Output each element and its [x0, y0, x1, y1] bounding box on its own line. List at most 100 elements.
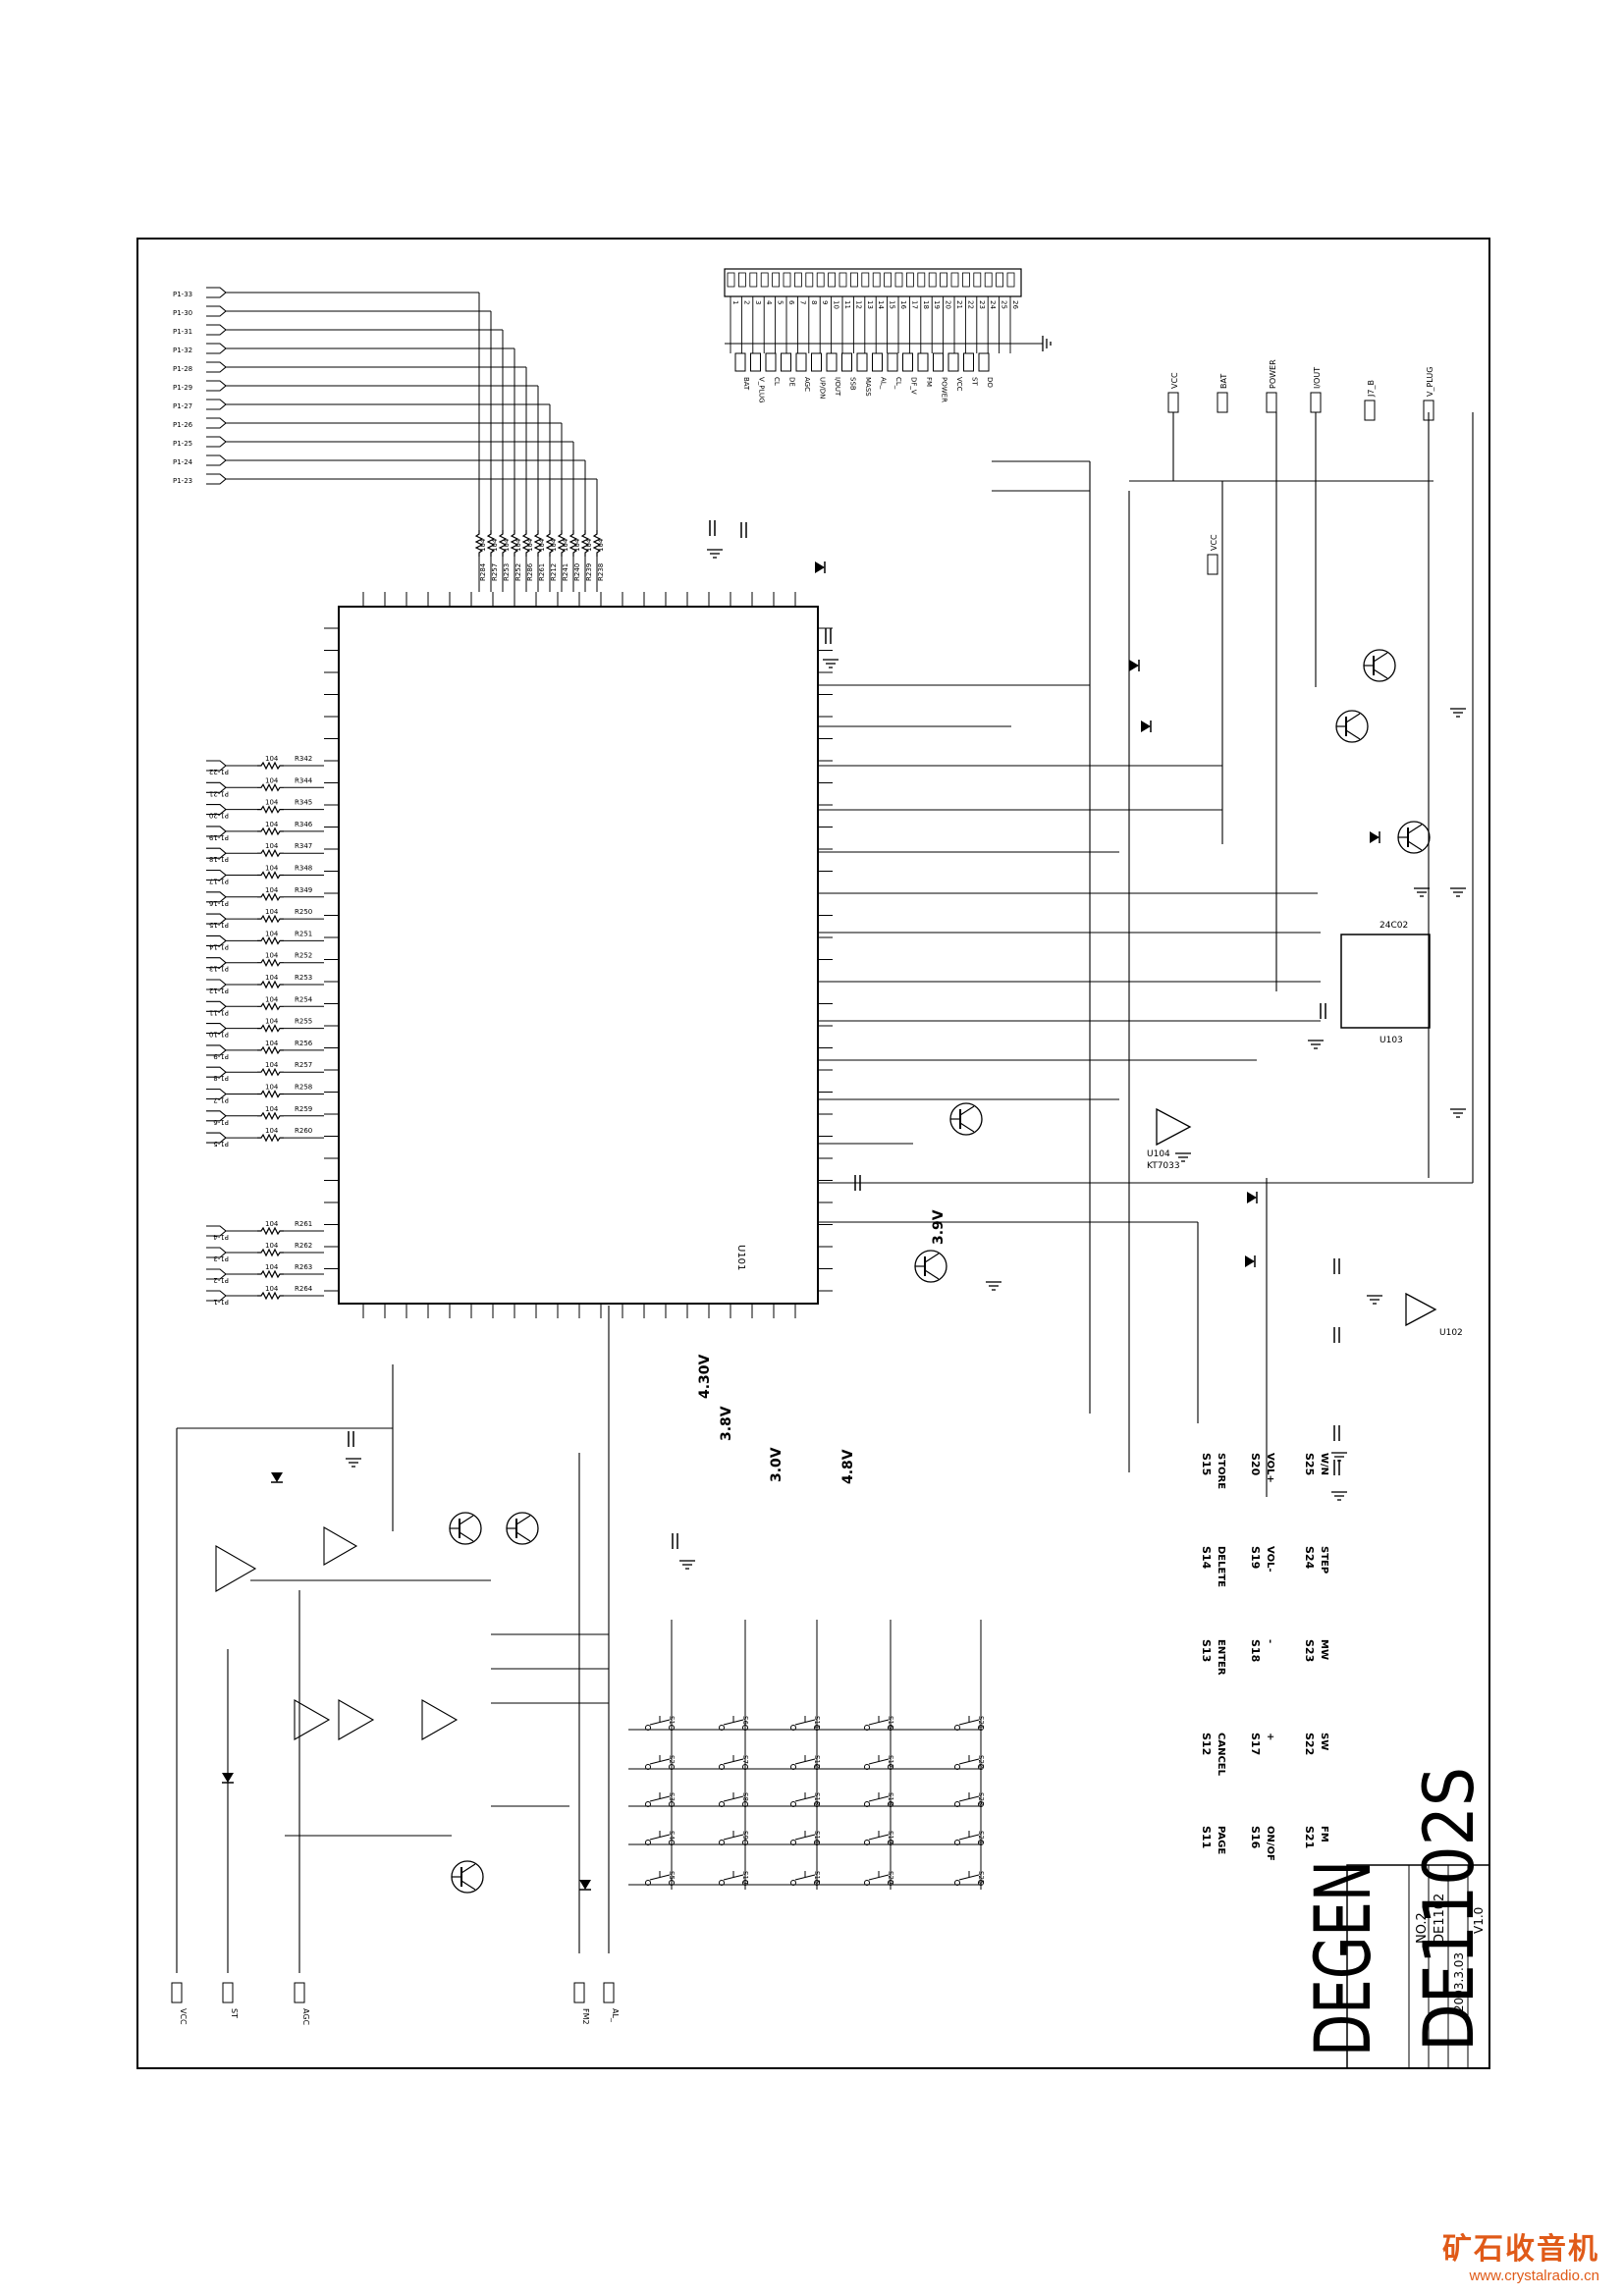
switch-legend-id: S14: [1200, 1546, 1213, 1570]
watermark: 矿石收音机 www.crystalradio.cn: [1442, 2224, 1599, 2284]
resistor-ref: R344: [295, 776, 313, 784]
resistor: [256, 1249, 285, 1256]
transistor-q105: [506, 1512, 539, 1545]
resistor: [256, 805, 285, 814]
power-tag: [1207, 554, 1218, 575]
resistor-value: 104: [265, 886, 279, 894]
amp-u102: U102: [1405, 1292, 1463, 1338]
bottom-tag: [603, 1982, 615, 2003]
resistor-value: 104: [526, 538, 534, 552]
lcd-line-tag: [205, 399, 227, 410]
switch-legend-id: S23: [1303, 1639, 1316, 1662]
resistor: [256, 1134, 285, 1142]
lcd-line-label: P1-17: [209, 878, 229, 885]
ground-symbol: [1449, 1108, 1467, 1118]
bottom-tag-label: FM2: [581, 2008, 590, 2025]
resistor-ref: R257: [295, 1061, 312, 1069]
connector-pin-number: 18: [922, 300, 930, 309]
bottom-tag-label: ST: [230, 2008, 239, 2018]
signal-tag: [917, 352, 929, 372]
connector-pin-number: 10: [833, 300, 840, 309]
connector-pin-number: 5: [777, 300, 784, 304]
lcd-line-tag: [205, 305, 227, 317]
resistor-ref: R261: [295, 1220, 312, 1228]
switch-legend-function: W/N: [1319, 1453, 1329, 1475]
connector-pin: [996, 272, 1003, 288]
switch-legend-function: -: [1265, 1639, 1275, 1643]
resistor: [256, 1292, 285, 1300]
resistor-ref: R253: [503, 563, 511, 581]
switch-legend-function: CANCEL: [1216, 1733, 1226, 1777]
switch-legend-id: S16: [1249, 1826, 1262, 1849]
connector-signal-label: DO: [986, 377, 994, 388]
resistor-value: 104: [265, 930, 279, 937]
lcd-lines-left: P1-22R342104P1-21R344104P1-20R345104P1-1…: [205, 755, 324, 1306]
resistor-value: 104: [265, 755, 279, 763]
lcd-line-tag: [205, 436, 227, 448]
switch-legend-id: S21: [1303, 1826, 1316, 1848]
resistor: [256, 762, 285, 770]
connector-signal-label: DF_V: [910, 377, 918, 395]
resistor-value: 104: [550, 538, 558, 552]
resistor-ref: R261: [538, 563, 546, 581]
resistor-value: 104: [265, 952, 279, 960]
resistor-value: 104: [573, 538, 581, 552]
resistor-value: 104: [265, 1061, 279, 1069]
resistor: [256, 1046, 285, 1054]
switch-legend-id: S24: [1303, 1546, 1316, 1570]
power-tag: [1310, 392, 1322, 413]
ground-symbol: [1449, 887, 1467, 897]
resistor-ref: R347: [295, 842, 312, 850]
lcd-line-label: P1-33: [173, 291, 192, 298]
lcd-line-label: P1-23: [173, 477, 192, 485]
power-tag-label: POWER: [1269, 359, 1277, 389]
resistor: [256, 849, 285, 857]
resistor: [256, 893, 285, 901]
lcd-line-tag: [205, 324, 227, 336]
ground-symbol: [985, 1281, 1002, 1291]
brand-title: DEGEN: [1300, 1860, 1388, 2056]
power-tag-label: J7_B: [1367, 380, 1376, 398]
lcd-line-label: P1-25: [173, 440, 192, 448]
resistor-ref: R259: [295, 1105, 312, 1113]
resistor-value: 104: [265, 1220, 279, 1228]
rev-label: V1.0: [1472, 1907, 1486, 1934]
transistor-q201: [449, 1512, 482, 1545]
resistor-value: 104: [265, 1018, 279, 1026]
switch-legend-function: STEP: [1319, 1546, 1329, 1574]
resistor-ref: R348: [295, 865, 312, 873]
resistor-ref: R284: [479, 562, 487, 581]
lcd-line-label: P1-8: [213, 1074, 229, 1082]
sheet-number: NO.2: [1415, 1912, 1430, 1944]
lcd-line-label: P1-5: [213, 1140, 229, 1148]
connector-signal-label: CL: [773, 377, 781, 386]
resistor-value: 104: [265, 842, 279, 850]
voltage-label: 3.0V: [769, 1447, 784, 1482]
lcd-line-label: P1-2: [213, 1276, 229, 1284]
connector-pin-number: 15: [889, 300, 896, 309]
resistor: [256, 915, 285, 923]
resistor-ref: R256: [295, 1040, 313, 1047]
resistor-value: 104: [538, 538, 546, 552]
connector-pin: [973, 272, 982, 288]
bottom-tag: [573, 1982, 585, 2003]
resistor-value: 104: [265, 995, 279, 1003]
lcd-lines-top: P1-33R284104P1-30R257104P1-31R253104P1-3…: [173, 287, 605, 592]
resistor-ref: R212: [550, 563, 558, 581]
connector-pin-number: 1: [731, 300, 739, 304]
resistor-value: 104: [514, 538, 522, 552]
resistor-ref: R250: [295, 908, 312, 916]
signal-tag: [734, 352, 746, 372]
switch-legend-id: S15: [1200, 1453, 1213, 1475]
bottom-tag: [294, 1982, 305, 2003]
connector-pin-number: 12: [854, 300, 862, 309]
switch-legend-id: S19: [1249, 1546, 1262, 1569]
transistor-q103: [1397, 821, 1431, 854]
power-tag: [1167, 392, 1179, 413]
signal-tag: [963, 352, 974, 372]
resistor: [256, 981, 285, 988]
key-matrix: S1S6S11S16S21S2S7S12S17S22S3S8S13S18S23S…: [628, 1620, 985, 1890]
resistor-value: 104: [265, 908, 279, 916]
